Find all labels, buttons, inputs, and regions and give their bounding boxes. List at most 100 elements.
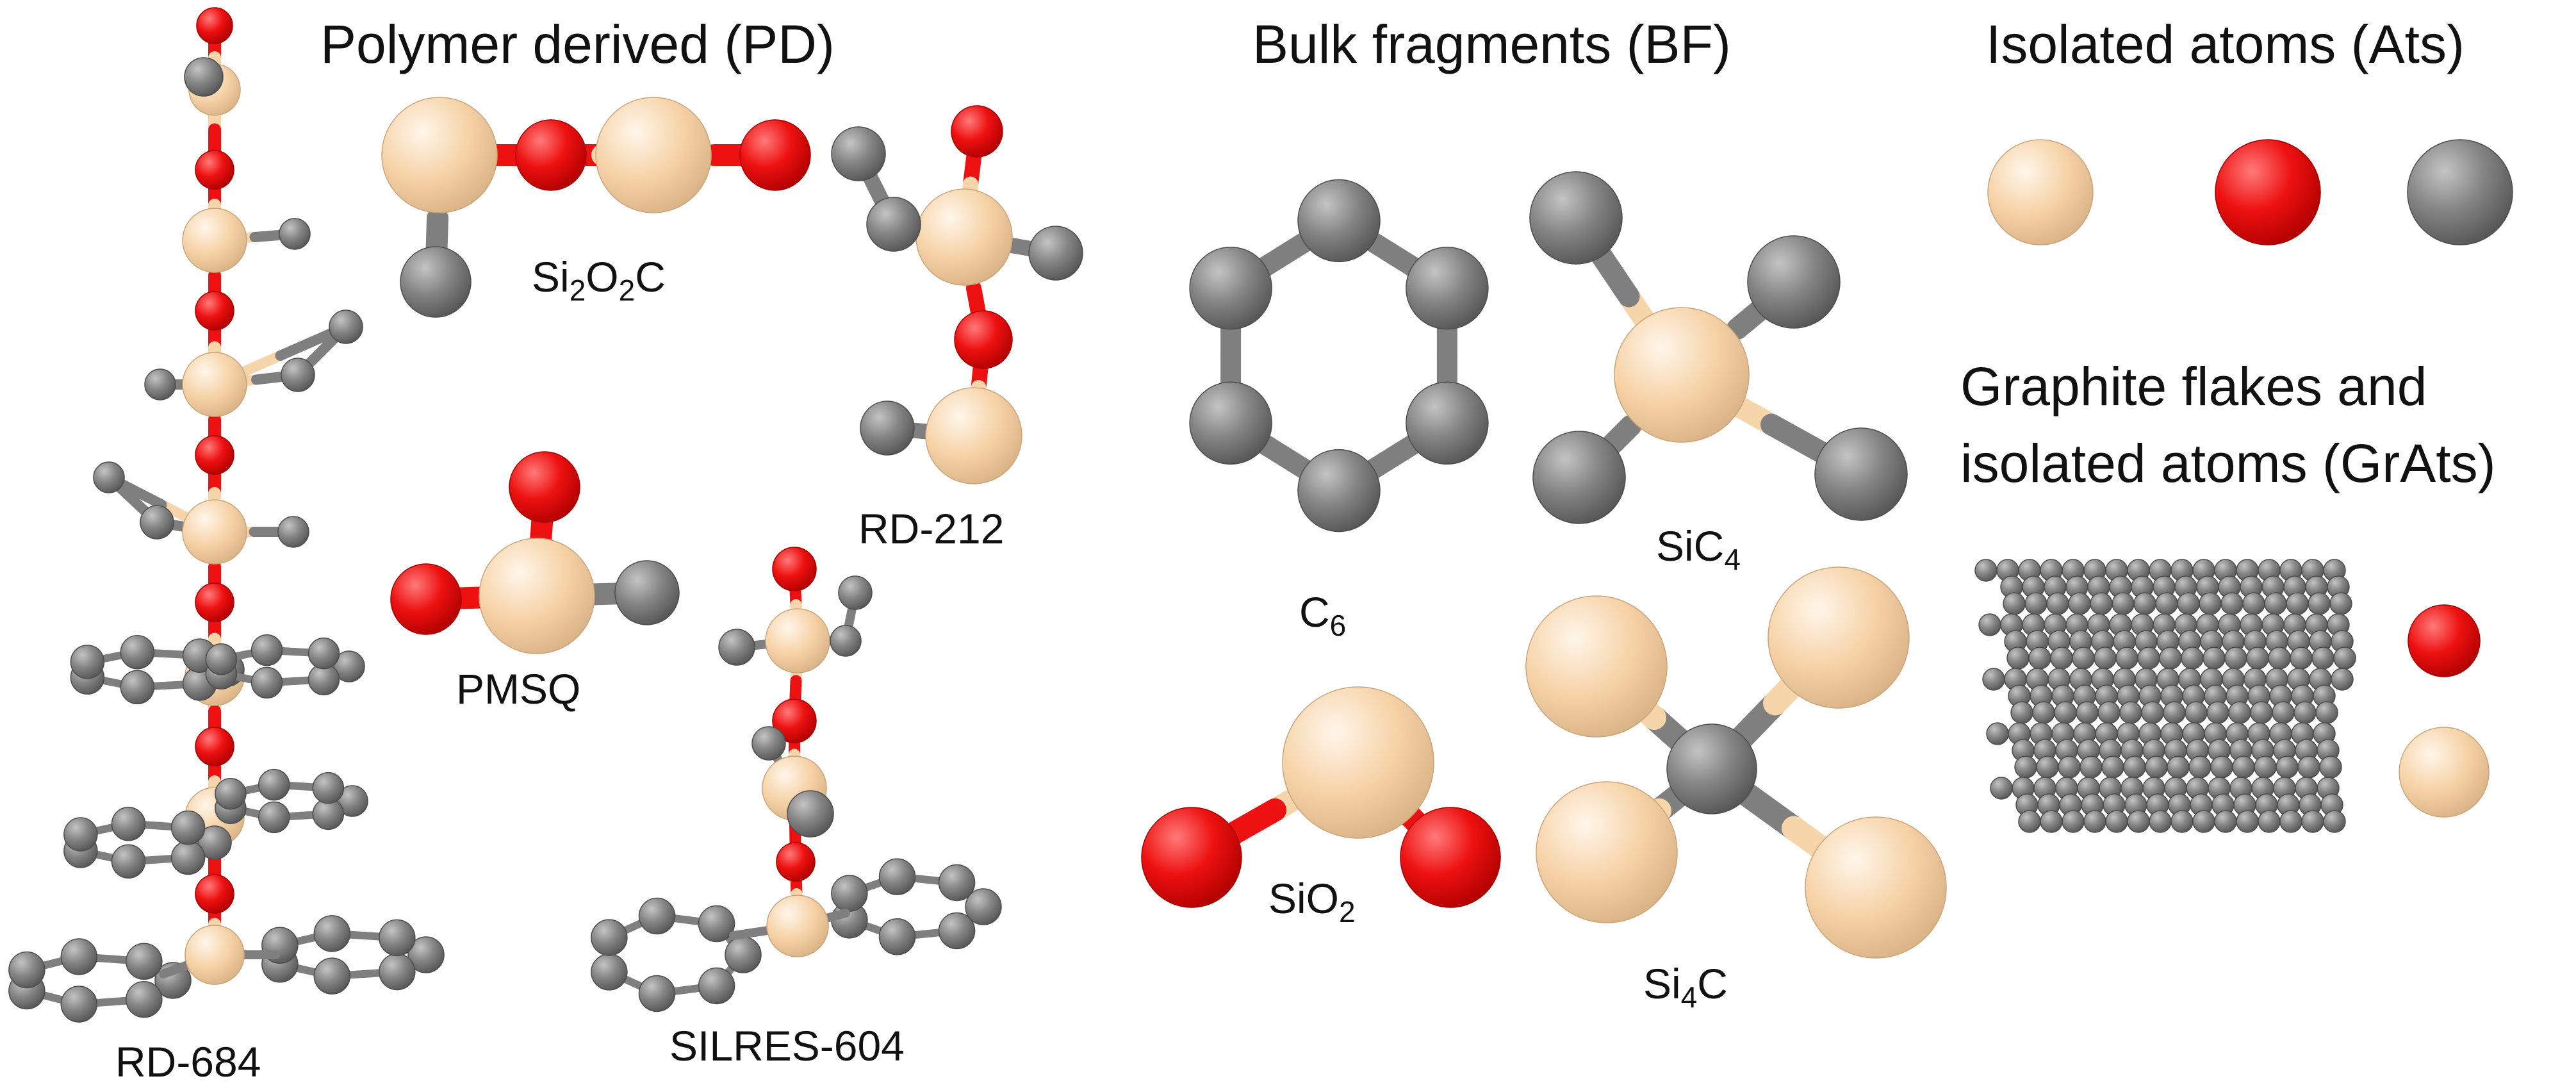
carbon-atom: [1666, 723, 1757, 814]
carbon-atom: [2286, 592, 2309, 615]
molecule-rd-684: [8, 7, 445, 1023]
carbon-atom: [120, 670, 155, 705]
molecule-pmsq: [390, 451, 680, 654]
carbon-atom: [2115, 647, 2138, 670]
heading-isolated-atoms: Isolated atoms (Ats): [1986, 14, 2465, 74]
silicon-atom: [185, 925, 245, 985]
carbon-atom: [725, 936, 762, 973]
label-rd-684: RD-684: [115, 1038, 261, 1086]
molecule-sic4: [1529, 171, 1908, 524]
silicon-atom: [1282, 686, 1434, 839]
silicon-atom: [2399, 727, 2490, 818]
molecule-si2o2c: [381, 97, 811, 318]
heading-grats-line1: Graphite flakes and: [1960, 356, 2427, 417]
carbon-atom: [205, 643, 238, 675]
carbon-atom: [2188, 756, 2211, 779]
carbon-atom: [126, 980, 163, 1018]
carbon-atom: [2003, 592, 2026, 615]
carbon-atom: [140, 505, 174, 540]
carbon-atom: [2072, 647, 2095, 670]
oxygen-atom: [515, 119, 587, 191]
carbon-atom: [698, 905, 735, 943]
carbon-atom: [638, 975, 676, 1012]
carbon-atom: [8, 951, 45, 989]
carbon-atom: [2050, 647, 2073, 670]
label-rd-212: RD-212: [858, 505, 1004, 552]
carbon-atom: [1189, 381, 1272, 465]
carbon-atom: [2185, 701, 2208, 724]
carbon-atom: [2220, 592, 2244, 615]
label-si2o2c: Si2O2C: [532, 253, 666, 307]
carbon-atom: [718, 629, 755, 666]
carbon-atom: [2032, 701, 2055, 724]
carbon-atom: [1986, 722, 2009, 745]
carbon-atom: [1297, 179, 1381, 263]
carbon-atom: [313, 957, 351, 995]
carbon-atom: [2036, 756, 2059, 779]
carbon-atom: [70, 645, 105, 679]
carbon-atom: [1529, 171, 1623, 265]
carbon-atom: [407, 936, 445, 973]
silicon-atom: [765, 608, 830, 673]
silicon-atom: [595, 97, 712, 213]
carbon-atom: [111, 844, 146, 879]
carbon-atom: [591, 919, 628, 956]
oxygen-atom: [776, 842, 816, 882]
carbon-atom: [2210, 756, 2233, 779]
silicon-atom: [925, 387, 1022, 484]
oxygen-atom: [2408, 604, 2481, 677]
carbon-atom: [2097, 701, 2121, 724]
carbon-atom: [2014, 756, 2037, 779]
carbon-atom: [2080, 756, 2103, 779]
carbon-atom: [860, 400, 915, 456]
grats-isolated-atoms: [2399, 604, 2490, 818]
carbon-atom: [197, 825, 232, 860]
carbon-atom: [312, 772, 345, 804]
carbon-atom: [638, 897, 676, 935]
carbon-atom: [258, 801, 290, 834]
label-pmsq: PMSQ: [456, 665, 580, 713]
carbon-atom: [400, 246, 472, 318]
carbon-atom: [258, 768, 290, 801]
carbon-atom: [831, 126, 886, 181]
label-silres-604: SILRES-604: [669, 1022, 905, 1069]
oxygen-atom: [195, 150, 234, 190]
silicon-atom: [915, 188, 1013, 286]
oxygen-atom: [2215, 139, 2321, 245]
carbon-atom: [965, 888, 1002, 925]
carbon-atom: [2133, 592, 2156, 615]
carbon-atom: [2279, 810, 2302, 833]
carbon-atom: [170, 840, 206, 875]
oxygen-atom: [772, 698, 817, 743]
oxygen-atom: [951, 105, 1003, 158]
carbon-atom: [2167, 756, 2190, 779]
carbon-atom: [279, 218, 311, 250]
oxygen-atom: [739, 119, 811, 191]
carbon-atom: [281, 358, 315, 392]
carbon-atom: [614, 560, 680, 625]
carbon-atom: [2333, 647, 2356, 670]
carbon-atom: [379, 919, 416, 957]
carbon-atom: [831, 875, 868, 912]
label-c6: C6: [1299, 588, 1346, 642]
carbon-atom: [2119, 701, 2142, 724]
carbon-atom: [2228, 701, 2251, 724]
silicon-atom: [182, 352, 247, 417]
carbon-atom: [2290, 647, 2313, 670]
carbon-atom: [2040, 810, 2063, 833]
carbon-atom: [2137, 647, 2160, 670]
carbon-atom: [111, 807, 146, 841]
carbon-atom: [2329, 592, 2352, 615]
carbon-atom: [2232, 756, 2255, 779]
carbon-atom: [1189, 246, 1272, 330]
oxygen-atom: [772, 547, 817, 591]
carbon-atom: [1978, 613, 2001, 636]
isolated-atoms: [1987, 139, 2513, 245]
carbon-atom: [2145, 756, 2168, 779]
carbon-atom: [2301, 810, 2324, 833]
carbon-atom: [878, 918, 916, 955]
carbon-atom: [866, 197, 921, 252]
heading-bulk-fragments: Bulk fragments (BF): [1252, 14, 1731, 74]
carbon-atom: [60, 986, 98, 1023]
